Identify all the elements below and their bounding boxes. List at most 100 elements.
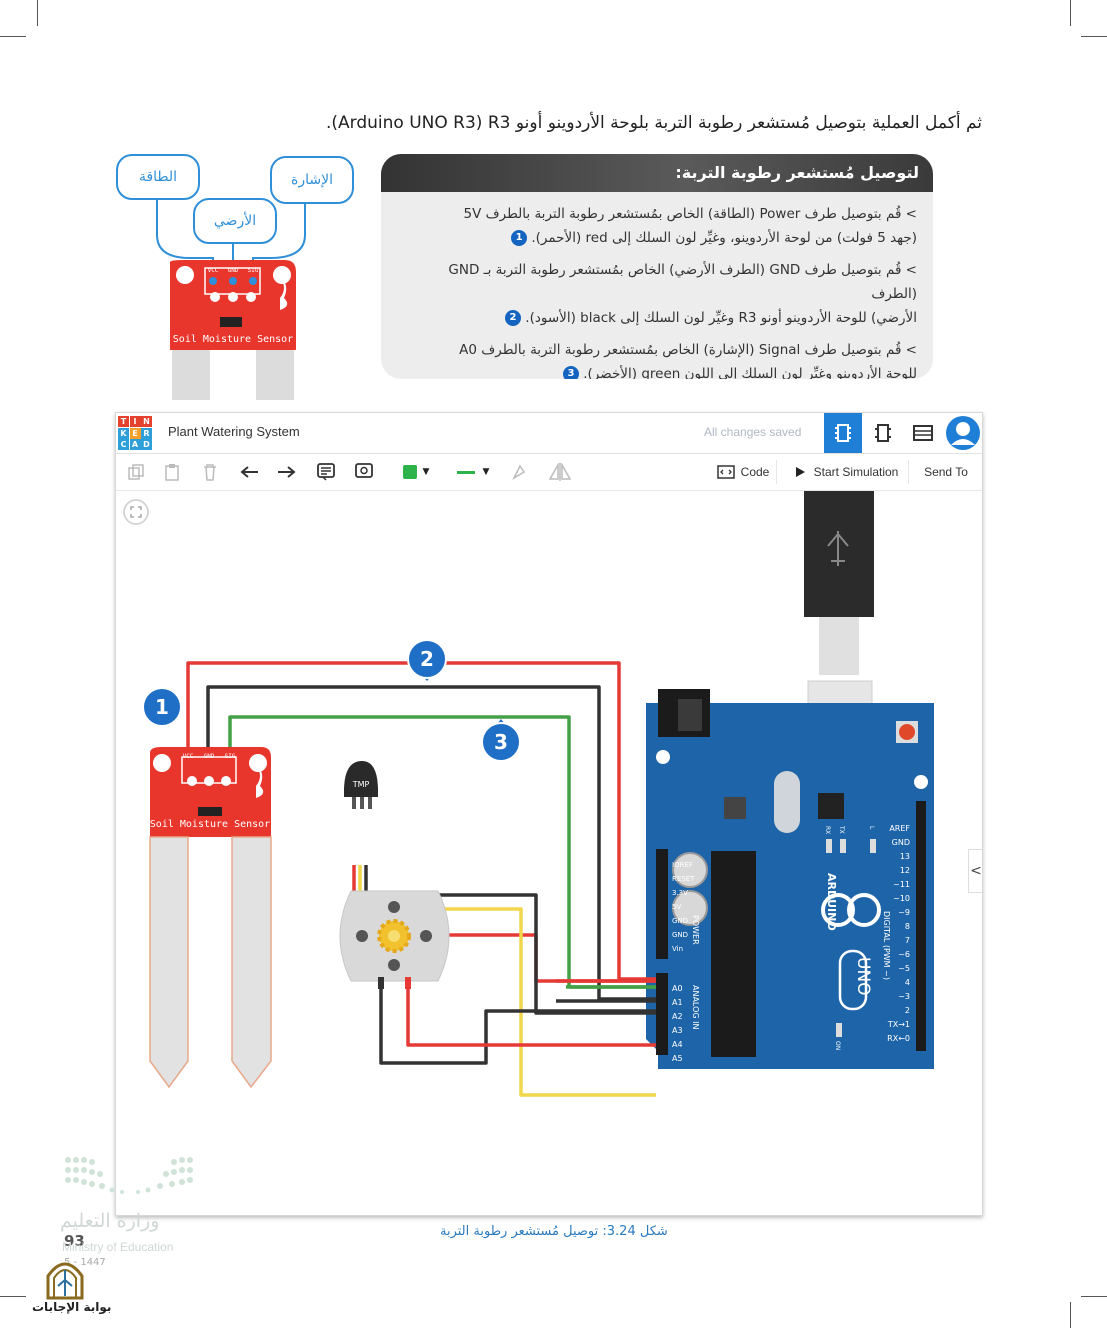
- dc-motor[interactable]: [339, 890, 450, 989]
- paste-button[interactable]: [160, 460, 184, 484]
- arduino-pin-label: ~9: [898, 908, 910, 917]
- avatar-icon: [946, 416, 980, 450]
- fit-view-icon[interactable]: [122, 498, 150, 526]
- logo-letter: D: [141, 439, 152, 450]
- arduino-uno-board[interactable]: ARDUINO UNO POWER ANALOG IN DIGITAL (PWM…: [646, 689, 934, 1087]
- signal-label: الإشارة: [270, 156, 354, 204]
- chevron-down-icon: ▼: [422, 467, 430, 477]
- gate-logo-icon: [46, 1262, 84, 1300]
- digital-header-label: DIGITAL (PWM ~): [882, 911, 891, 980]
- red-wire-motor[interactable]: [406, 989, 656, 1047]
- instruction-item: > قُم بتوصيل طرف Power (الطاقة) الخاص بم…: [403, 202, 917, 250]
- list-icon: [913, 425, 933, 441]
- logo-letter: R: [141, 427, 152, 439]
- ministry-logo-icon: [65, 1157, 193, 1194]
- send-to-button[interactable]: Send To: [916, 460, 976, 484]
- copy-button[interactable]: [124, 460, 148, 484]
- arduino-pin-label: TX→1: [887, 1020, 910, 1029]
- instruction-box: لتوصيل مُستشعر رطوبة التربة: > قُم بتوصي…: [381, 154, 933, 379]
- arduino-pin-label: ~5: [898, 964, 910, 973]
- arduino-pin-label: GND: [672, 917, 688, 925]
- logo-letter: I: [129, 416, 141, 427]
- panel-toggle-button[interactable]: <: [968, 849, 982, 893]
- arduino-pin-label: 7: [905, 936, 910, 945]
- delete-button[interactable]: [198, 460, 222, 484]
- crop-mark: [0, 1296, 26, 1297]
- wire-type-picker[interactable]: ▼: [448, 460, 498, 484]
- arduino-pin-label: 8: [905, 922, 910, 931]
- notes-visibility-button[interactable]: [352, 460, 376, 484]
- crop-mark: [1070, 1302, 1071, 1328]
- instruction-item: > قُم بتوصيل طرف GND (الطرف الأرضي) الخا…: [403, 258, 917, 330]
- ground-label: الأرضي: [193, 198, 277, 244]
- soil-moisture-sensor[interactable]: VCC GND SIG Soil Moisture Sensor: [149, 747, 272, 1089]
- marker-2: 2: [407, 639, 447, 681]
- arduino-pin-label: Vin: [672, 945, 683, 953]
- arduino-pin-label: ~11: [893, 880, 910, 889]
- arduino-pin-label: A3: [672, 1026, 683, 1035]
- schematic-view-button[interactable]: [864, 413, 902, 453]
- black-wire-tmp[interactable]: [364, 865, 656, 1015]
- arduino-pin-label: ~6: [898, 950, 910, 959]
- instruction-title: لتوصيل مُستشعر رطوبة التربة:: [381, 154, 933, 192]
- undo-button[interactable]: [238, 460, 262, 484]
- marker-number: 1: [155, 695, 169, 719]
- arduino-pin-label: RX←0: [887, 1034, 910, 1043]
- logo-letter: K: [118, 427, 129, 439]
- intro-text: ثم أكمل العملية بتوصيل مُستشعر رطوبة الت…: [325, 113, 982, 133]
- led-label: RX: [824, 826, 831, 834]
- schematic-icon: [875, 424, 891, 442]
- sensor-pin-label: GND: [228, 267, 239, 274]
- logo-letter: N: [141, 416, 152, 427]
- start-simulation-button[interactable]: Start Simulation: [784, 460, 909, 484]
- circuit-canvas[interactable]: <: [116, 491, 982, 1215]
- power-header-label: POWER: [691, 915, 700, 945]
- rotate-icon: [512, 464, 526, 480]
- tmp-temperature-sensor[interactable]: TMP: [344, 761, 378, 809]
- instruction-line: > قُم بتوصيل طرف Power (الطاقة) الخاص بم…: [463, 206, 917, 222]
- arduino-model: UNO: [853, 957, 873, 996]
- arduino-pin-label: RESET: [672, 875, 695, 883]
- step-number: 2: [504, 310, 521, 326]
- arduino-pin-label: A0: [672, 984, 683, 993]
- analog-header-label: ANALOG IN: [691, 985, 700, 1030]
- circuit-chip-icon: [835, 424, 851, 442]
- sensor-pin-label: SIG: [225, 753, 236, 760]
- toolbar: ▼ ▼ Code Start Simulation Send To: [116, 454, 982, 491]
- eye-icon: [355, 463, 373, 478]
- play-icon: [795, 467, 805, 477]
- redo-button[interactable]: [274, 460, 298, 484]
- arduino-pin-label: ~3: [898, 992, 910, 1001]
- ministry-name-arabic: وزارة التعليم: [60, 1210, 160, 1232]
- color-picker[interactable]: ▼: [394, 460, 438, 484]
- logo-letter: A: [129, 439, 141, 450]
- figure-caption: شكل 3.24: توصيل مُستشعر رطوبة التربة: [440, 1224, 668, 1239]
- arduino-pin-label: 4: [905, 978, 910, 987]
- redo-icon: [278, 466, 296, 478]
- instruction-line: > قُم بتوصيل طرف GND (الطرف الأرضي) الخا…: [448, 262, 917, 302]
- arduino-pin-label: GND: [672, 931, 688, 939]
- user-avatar[interactable]: [944, 413, 982, 453]
- code-button[interactable]: Code: [710, 460, 777, 484]
- red-wire-power[interactable]: [186, 661, 656, 981]
- save-status: All changes saved: [704, 425, 802, 439]
- title-bar: T I N K E R C A D Plant Watering System …: [116, 413, 982, 454]
- tinkercad-logo[interactable]: T I N K E R C A D: [118, 416, 152, 450]
- led-label: L: [868, 826, 875, 830]
- rotate-button[interactable]: [508, 460, 532, 484]
- sensor-illustration: VCC GND SIG Soil Moisture Sensor: [156, 200, 306, 400]
- sensor-board-text: Soil Moisture Sensor: [173, 334, 293, 345]
- crop-mark: [1070, 0, 1071, 26]
- circuit-view-button[interactable]: [824, 413, 862, 453]
- start-simulation-label: Start Simulation: [813, 465, 899, 479]
- notes-button[interactable]: [314, 460, 338, 484]
- sensor-pin-label: VCC: [208, 267, 219, 274]
- color-swatch-icon: [402, 465, 417, 479]
- component-list-button[interactable]: [904, 413, 942, 453]
- black-wire-motor[interactable]: [379, 989, 656, 1065]
- flip-button[interactable]: [546, 460, 574, 484]
- project-title[interactable]: Plant Watering System: [168, 424, 300, 439]
- logo-letter: C: [118, 439, 129, 450]
- black-wire-ground[interactable]: [206, 685, 656, 1001]
- arduino-pin-label: A4: [672, 1040, 683, 1049]
